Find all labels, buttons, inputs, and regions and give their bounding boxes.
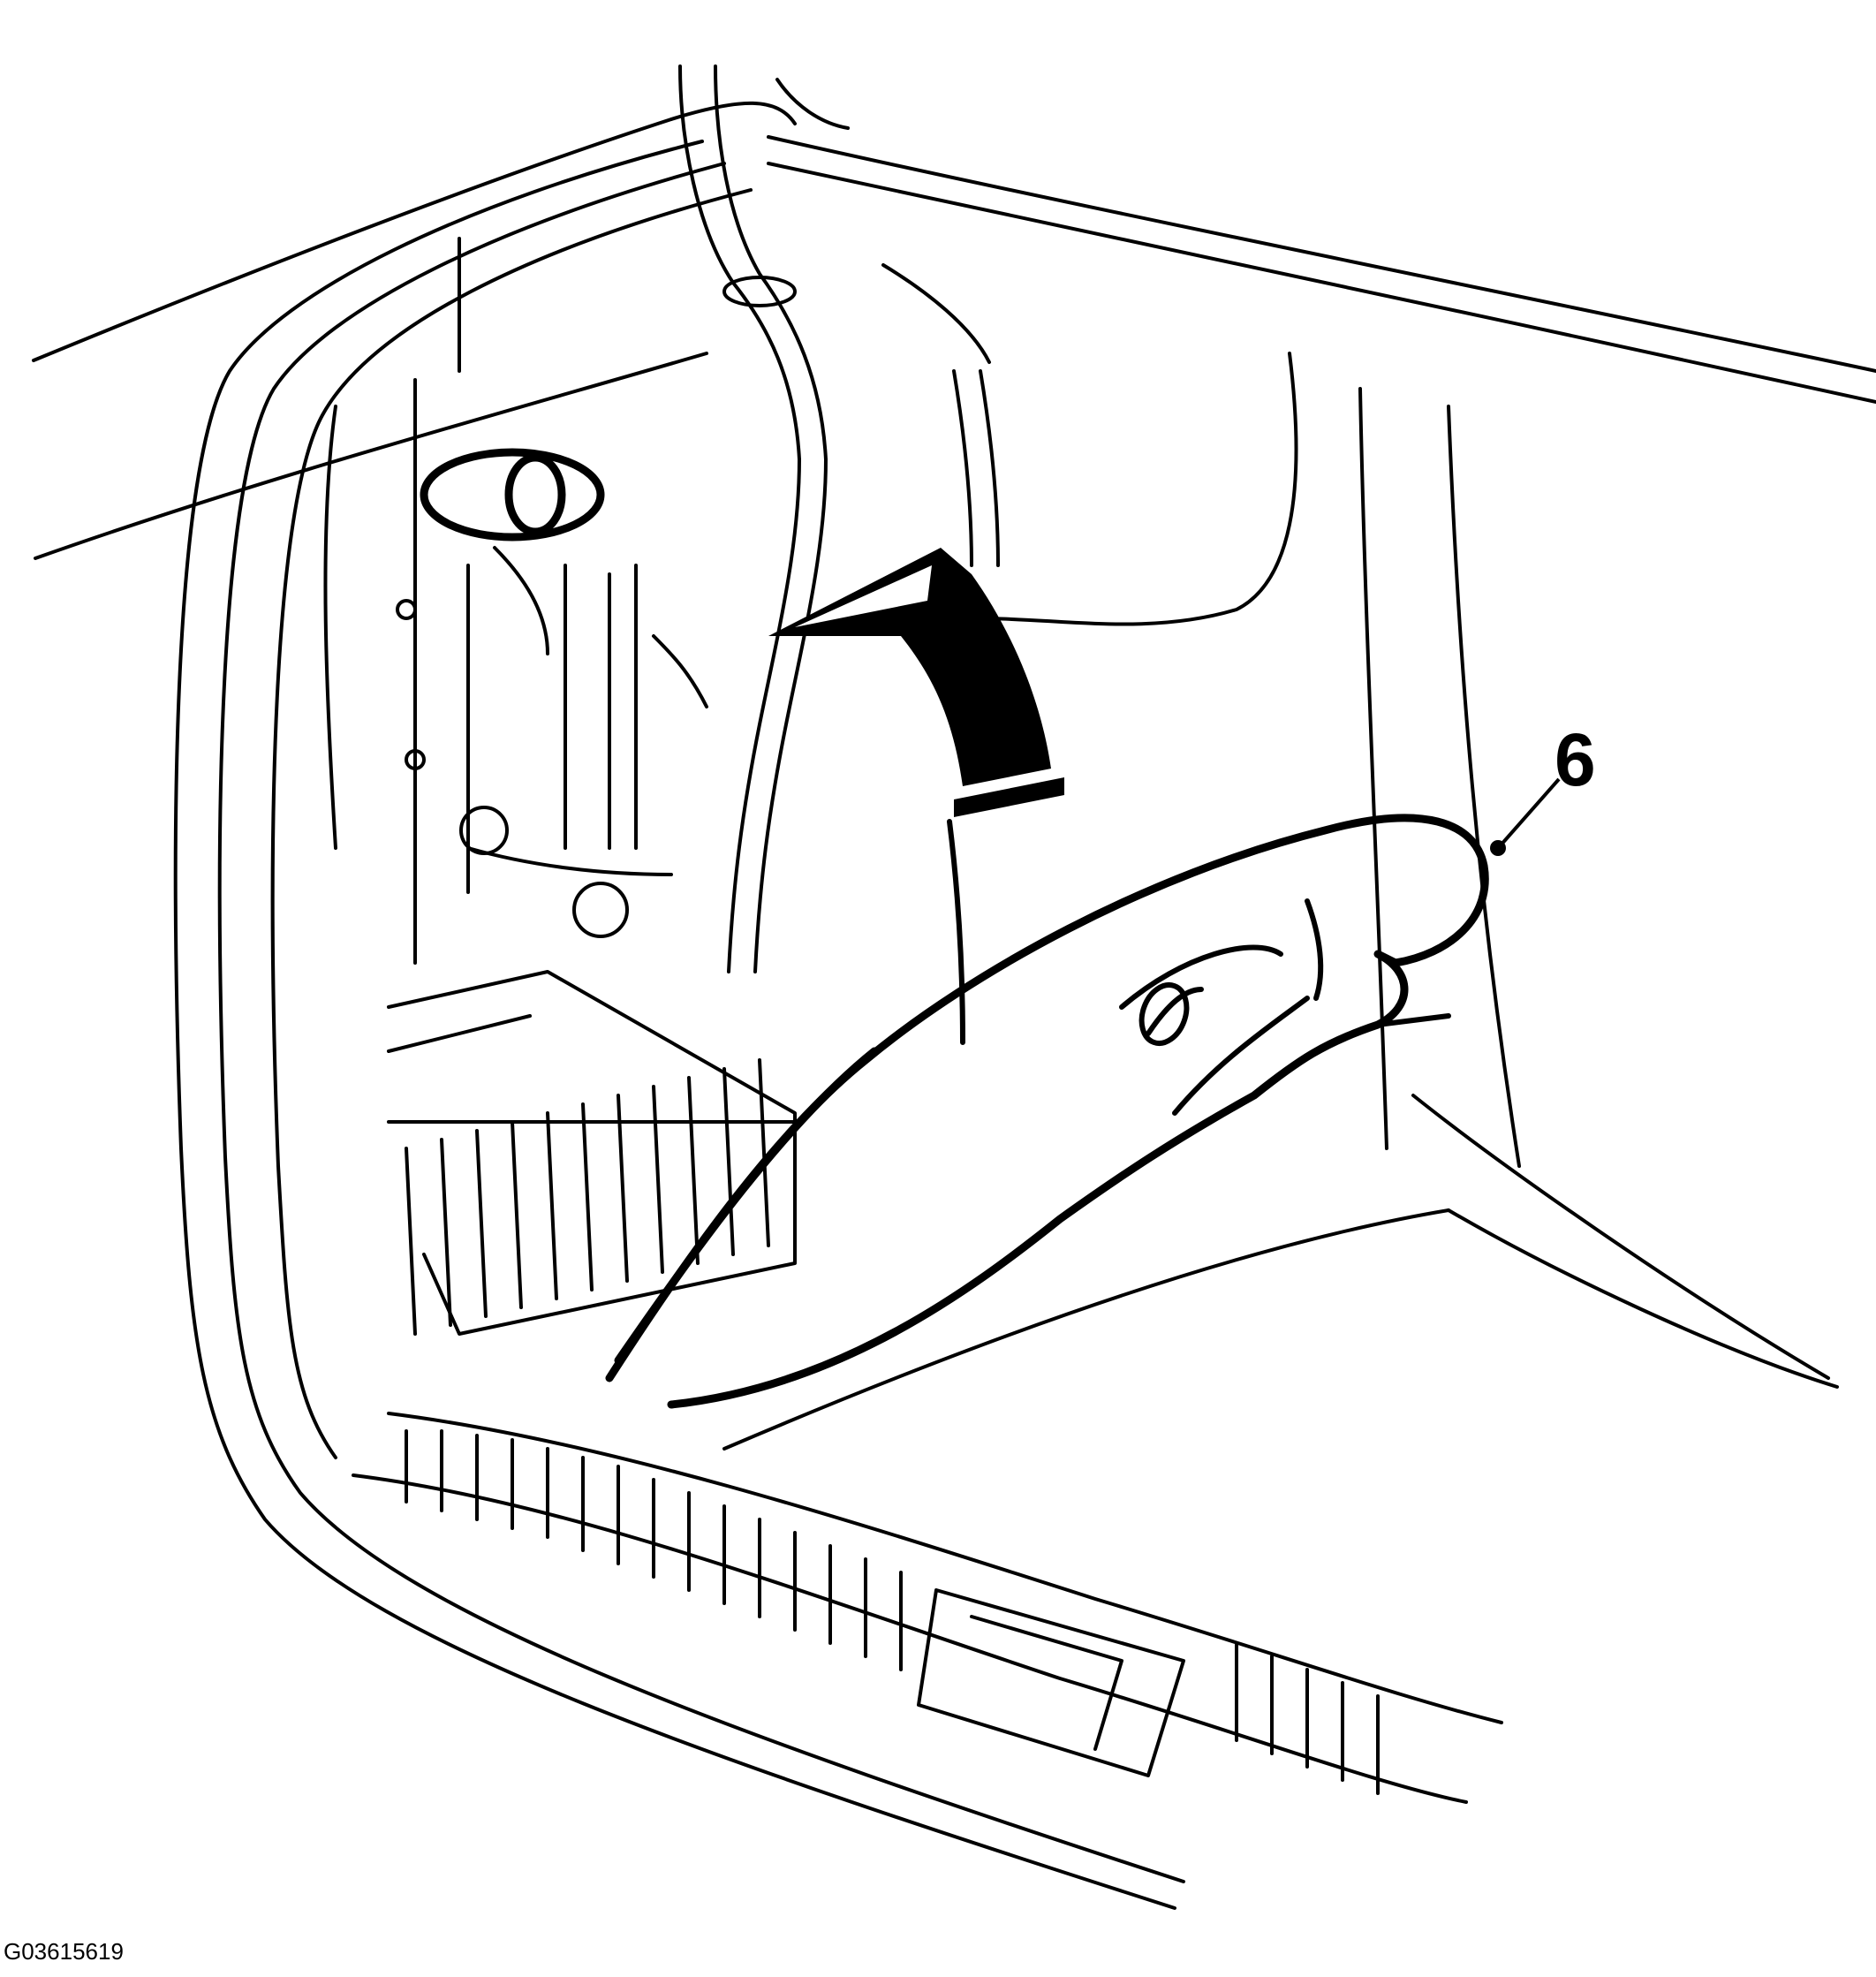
hand[interactable] bbox=[605, 814, 1489, 1409]
wiring-harness bbox=[678, 64, 1000, 973]
fuel-pump-module bbox=[323, 237, 708, 965]
side-trim-panel bbox=[722, 352, 1839, 1451]
trunk-sill bbox=[352, 1412, 1503, 1804]
callout-number: 6 bbox=[1555, 718, 1596, 801]
trunk-opening-frame bbox=[32, 101, 1876, 1910]
callout-leader bbox=[1490, 777, 1561, 856]
amplifier-heat-sink bbox=[387, 970, 797, 1336]
direction-arrow[interactable] bbox=[768, 548, 1064, 1045]
figure-id: G03615619 bbox=[4, 1938, 124, 1965]
